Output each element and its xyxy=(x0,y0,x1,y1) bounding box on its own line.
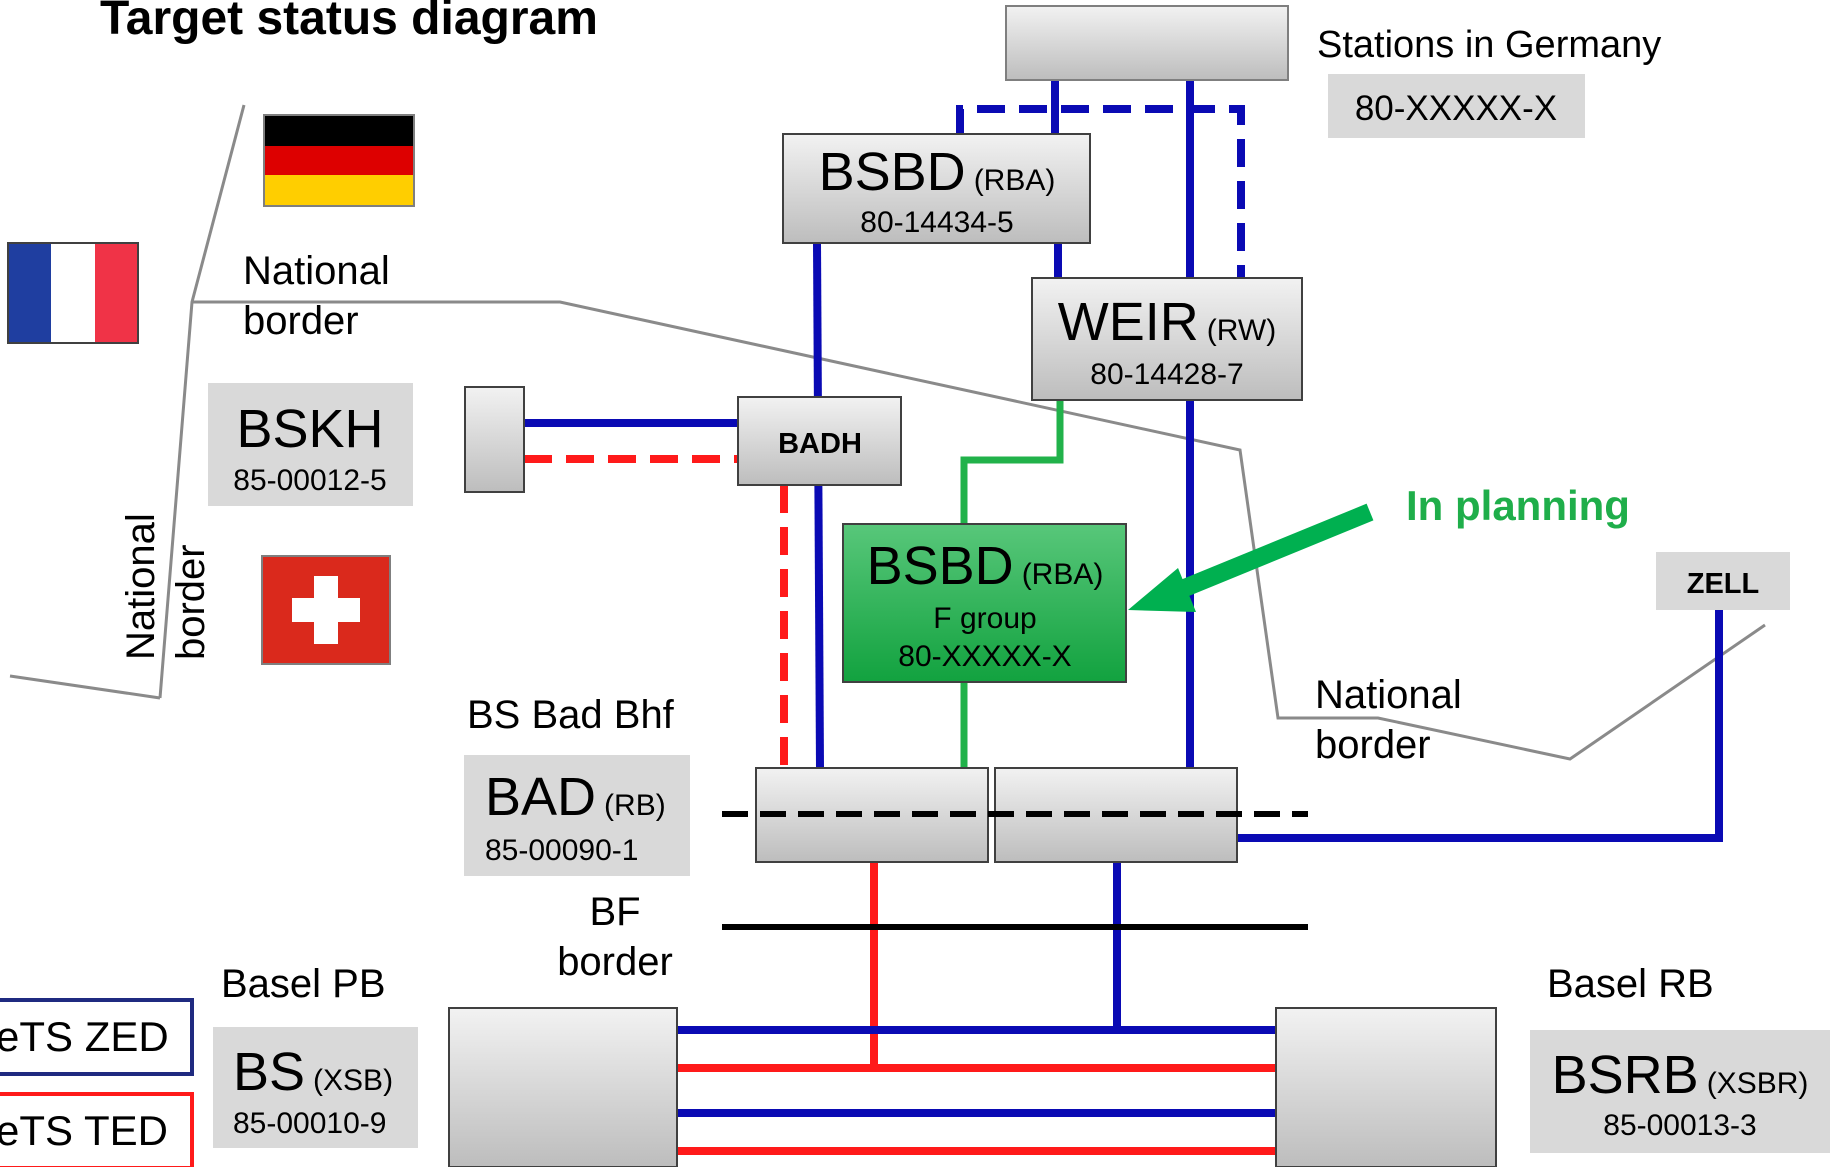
basel-pb-label: Basel PB xyxy=(221,962,386,1006)
badh-name: BADH xyxy=(778,428,862,460)
page-title: Target status diagram xyxy=(100,0,598,45)
national-border-vertical-line1: National xyxy=(119,513,163,660)
in-planning-label: In planning xyxy=(1406,482,1630,529)
bf-border-line2: border xyxy=(557,940,673,984)
zell-name: ZELL xyxy=(1687,568,1760,600)
green-weir-planned xyxy=(960,400,1064,524)
stations-code-bg xyxy=(1328,74,1585,138)
bs-bad-bhf-label: BS Bad Bhf xyxy=(467,693,675,737)
bsbd-top-box xyxy=(782,133,1091,244)
bs-abbr: (XSB) xyxy=(313,1064,393,1097)
stations-germany-box xyxy=(1005,5,1289,81)
border-line-south xyxy=(9,674,161,700)
bsbd-planned-name: BSBD xyxy=(867,536,1014,596)
bsbd-planned-box xyxy=(842,523,1127,683)
legend-zed-label: eTS ZED xyxy=(0,1013,169,1060)
bsrb-label: BSRB(XSBR) xyxy=(1552,1045,1809,1105)
bad-label-bg xyxy=(464,755,690,876)
bad-box-left xyxy=(755,767,989,863)
bsbd-top-label: BSBD(RBA) xyxy=(819,142,1056,202)
bsrb-name: BSRB xyxy=(1552,1045,1699,1105)
blue-dashed-top xyxy=(956,105,1245,278)
bskh-small-box xyxy=(464,386,525,493)
weir-box xyxy=(1031,277,1303,401)
stations-germany-code: 80-XXXXX-X xyxy=(1355,89,1557,128)
national-border-vertical-line2: border xyxy=(169,544,213,660)
bskh-name: BSKH xyxy=(236,399,383,459)
bsbd-planned-line2: F group xyxy=(933,602,1036,635)
bskh-label-bg xyxy=(208,383,413,506)
bs-code: 85-00010-9 xyxy=(233,1107,386,1140)
bs-name: BS xyxy=(233,1042,305,1102)
bsbd-top-abbr: (RBA) xyxy=(974,164,1056,197)
bsrb-abbr: (XSBR) xyxy=(1707,1067,1809,1100)
bad-code: 85-00090-1 xyxy=(485,834,638,867)
weir-abbr: (RW) xyxy=(1207,314,1276,347)
weir-code: 80-14428-7 xyxy=(1090,358,1243,391)
stations-germany-label: Stations in Germany xyxy=(1317,24,1661,66)
bsrb-box xyxy=(1275,1007,1497,1167)
bskh-code: 85-00012-5 xyxy=(233,464,386,497)
national-border-lines xyxy=(9,104,1766,761)
national-border-top-line1: National xyxy=(243,249,390,293)
legend-ted-label: eTS TED xyxy=(0,1107,168,1154)
switzerland-flag xyxy=(261,555,391,665)
bs-label-bg xyxy=(213,1027,418,1148)
badh-box xyxy=(737,396,902,486)
bad-label: BAD(RB) xyxy=(485,767,666,827)
bsbd-planned-label: BSBD(RBA) xyxy=(867,536,1104,596)
bsbd-top-code: 80-14434-5 xyxy=(860,206,1013,239)
bs-label: BS(XSB) xyxy=(233,1042,393,1102)
bs-box xyxy=(448,1007,678,1167)
blue-zell xyxy=(1234,610,1723,842)
legend-ted-box xyxy=(0,1092,194,1167)
germany-flag xyxy=(263,114,415,207)
in-planning-arrow xyxy=(1128,503,1374,612)
zell-label-bg xyxy=(1656,552,1790,610)
legend-zed-box xyxy=(0,998,194,1076)
bad-name: BAD xyxy=(485,767,596,827)
national-border-vertical: National border xyxy=(119,513,213,660)
national-border-right-line1: National xyxy=(1315,673,1462,717)
bad-abbr: (RB) xyxy=(604,789,666,822)
bsbd-top-name: BSBD xyxy=(819,142,966,202)
basel-rb-label: Basel RB xyxy=(1547,962,1714,1006)
bsbd-planned-abbr: (RBA) xyxy=(1022,558,1104,591)
weir-label: WEIR(RW) xyxy=(1058,292,1276,352)
border-line-germany xyxy=(192,300,1766,761)
weir-name: WEIR xyxy=(1058,292,1199,352)
bf-border-line1: BF xyxy=(589,890,640,934)
connections xyxy=(524,80,1723,1155)
bsbd-planned-code: 80-XXXXX-X xyxy=(898,640,1071,673)
bsrb-label-bg xyxy=(1530,1030,1830,1153)
blue-bsbd-bad xyxy=(813,242,824,769)
national-border-right-line2: border xyxy=(1315,723,1431,767)
bsrb-code: 85-00013-3 xyxy=(1603,1109,1756,1142)
france-flag xyxy=(7,242,139,344)
national-border-top-line2: border xyxy=(243,299,359,343)
